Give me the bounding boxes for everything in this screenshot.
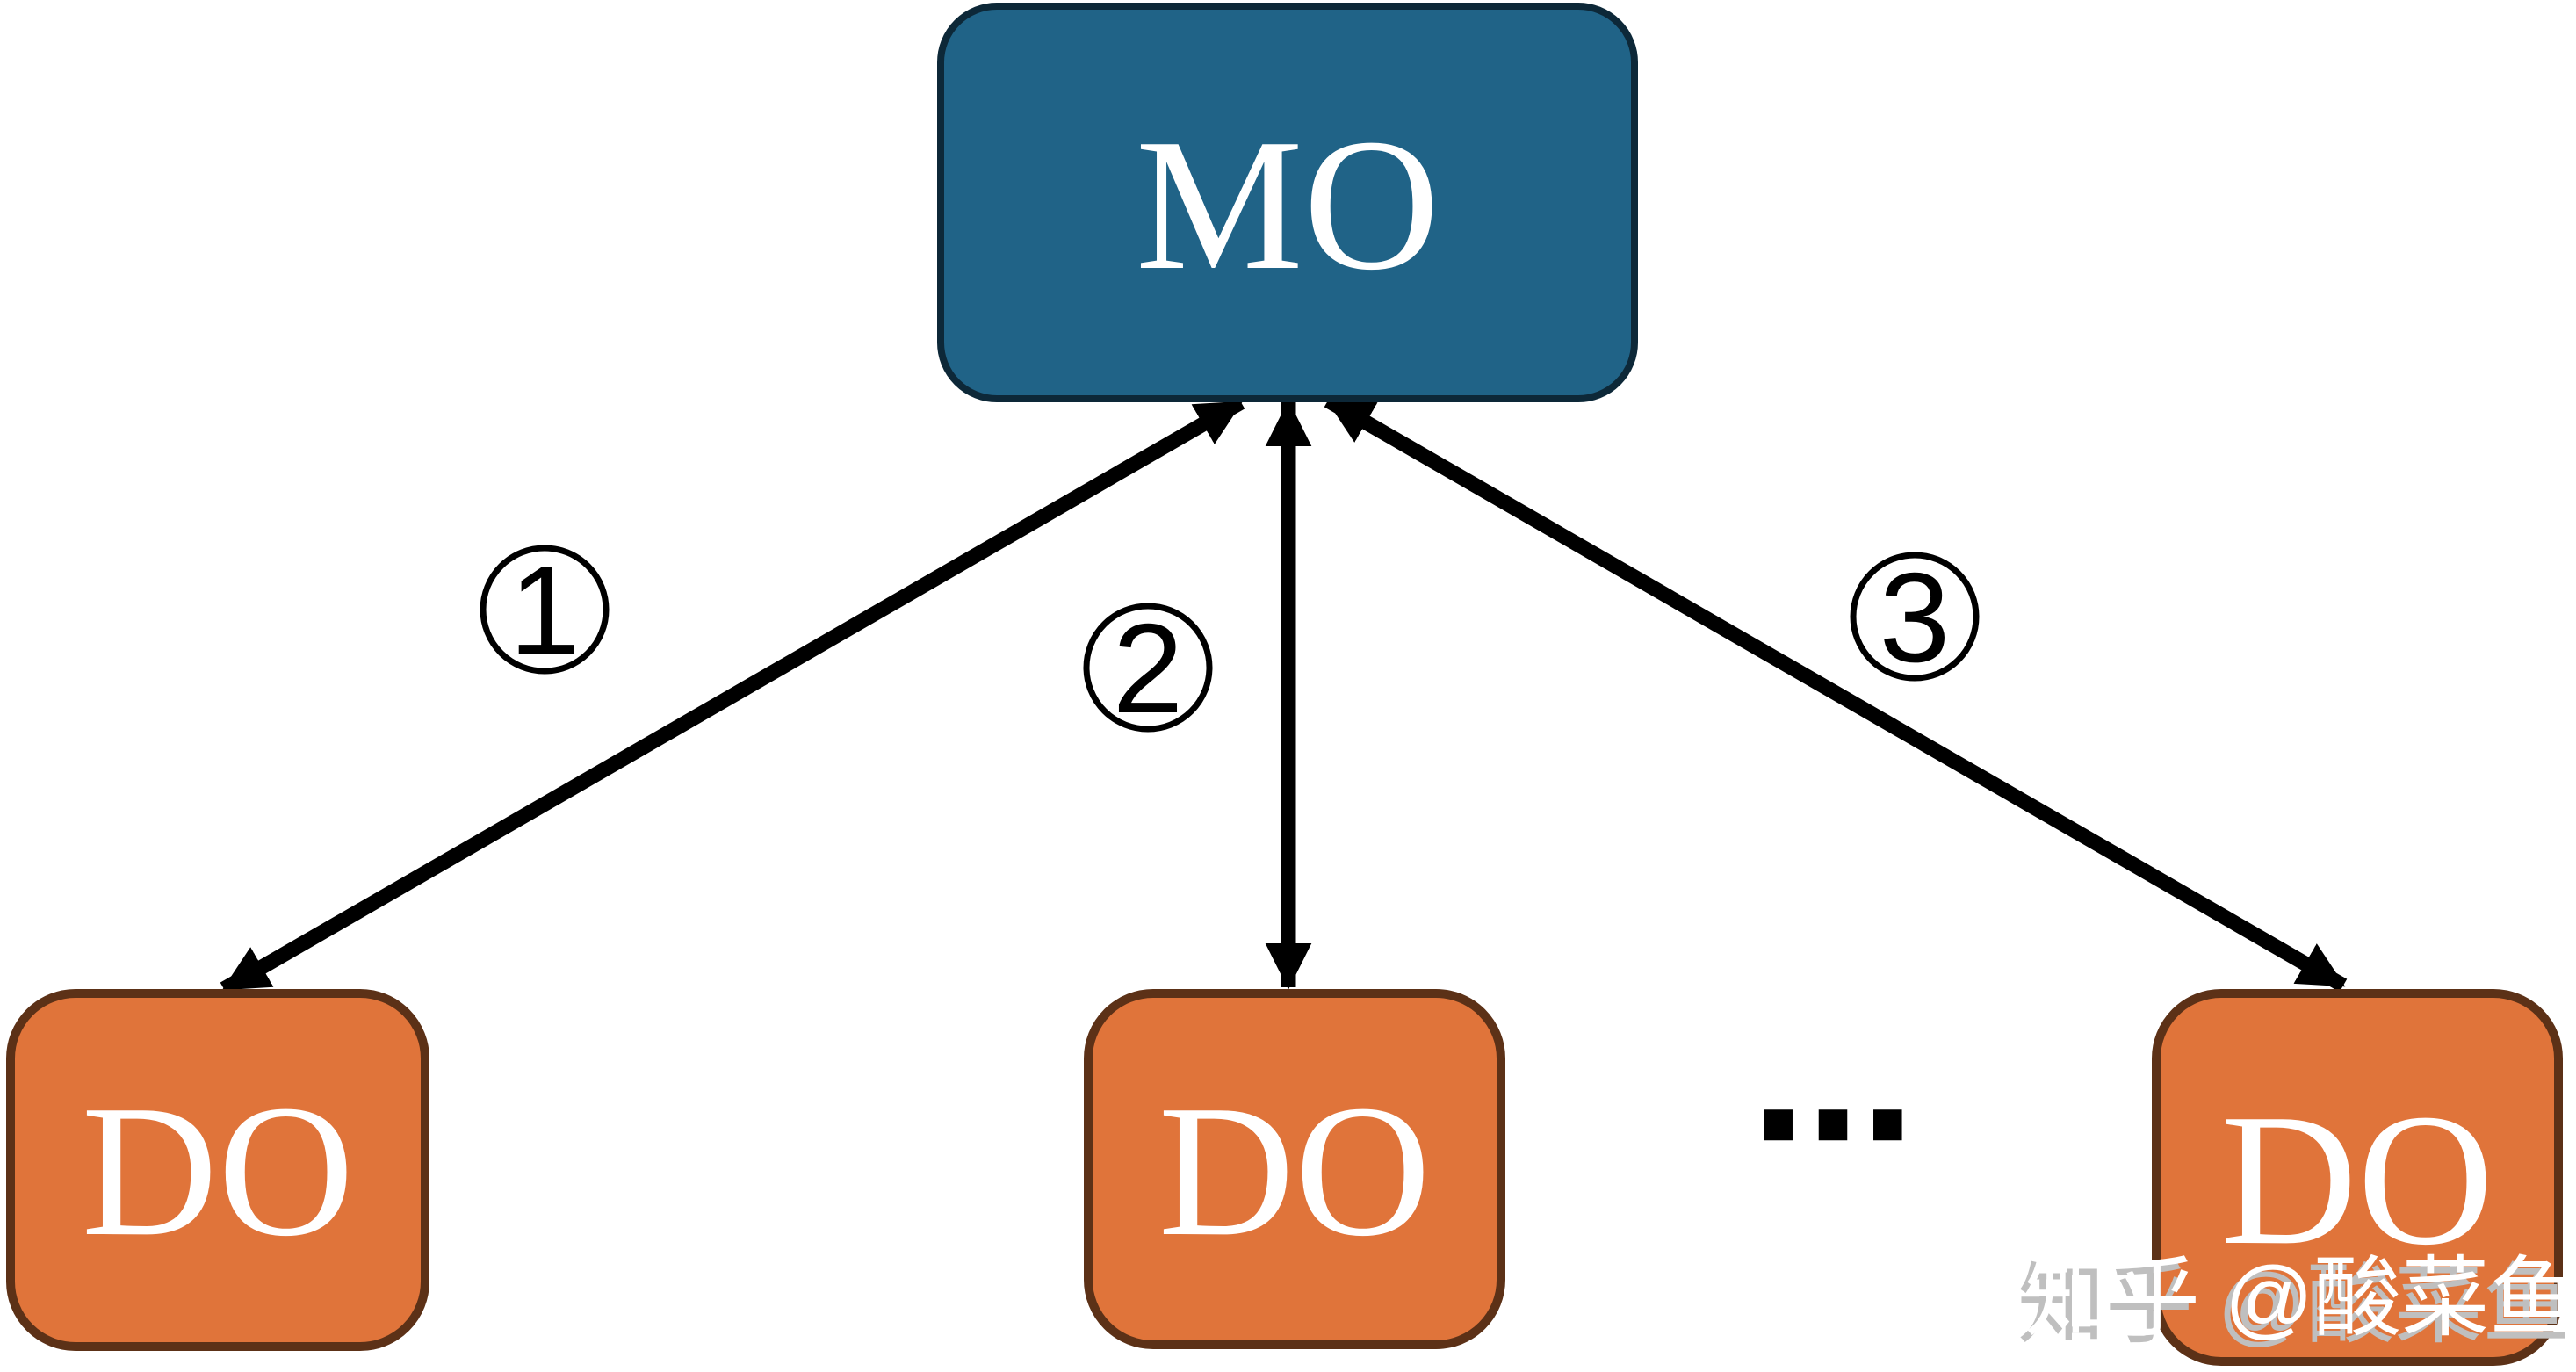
- node-mo: MO: [937, 3, 1638, 402]
- node-do-2-box: [1084, 989, 1505, 1349]
- node-do-1-box: [6, 989, 429, 1351]
- edge-label-3: 3: [1850, 546, 1980, 689]
- watermark-shadow: 知乎 @酸菜鱼: [2017, 1256, 2570, 1354]
- edge-label-1: 1: [480, 539, 610, 682]
- edge-label-2-circle: [1083, 603, 1213, 733]
- node-do-2-label: DO: [1158, 1065, 1432, 1275]
- edge-label-2-number: 2: [1113, 597, 1184, 740]
- ellipsis: ···: [1748, 1030, 1912, 1220]
- node-do-1-label: DO: [82, 1065, 355, 1275]
- node-do-3-label: DO: [2221, 1074, 2494, 1284]
- watermark: 知乎 @酸菜鱼: [2024, 1249, 2576, 1347]
- node-mo-label: MO: [1136, 99, 1440, 309]
- node-do-3: DO: [2152, 989, 2563, 1366]
- edge-arrow-1: [220, 395, 1245, 996]
- edge-label-1-number: 1: [509, 539, 581, 682]
- node-mo-box: [937, 3, 1638, 402]
- edge-label-2: 2: [1083, 597, 1213, 740]
- node-do-1: DO: [6, 989, 429, 1351]
- edge-arrow-3: [1324, 394, 2348, 993]
- node-do-3-box: [2152, 989, 2563, 1366]
- node-do-2: DO: [1084, 989, 1505, 1349]
- edge-label-3-number: 3: [1880, 546, 1951, 689]
- edge-label-1-circle: [480, 545, 610, 675]
- edge-label-3-circle: [1850, 552, 1980, 682]
